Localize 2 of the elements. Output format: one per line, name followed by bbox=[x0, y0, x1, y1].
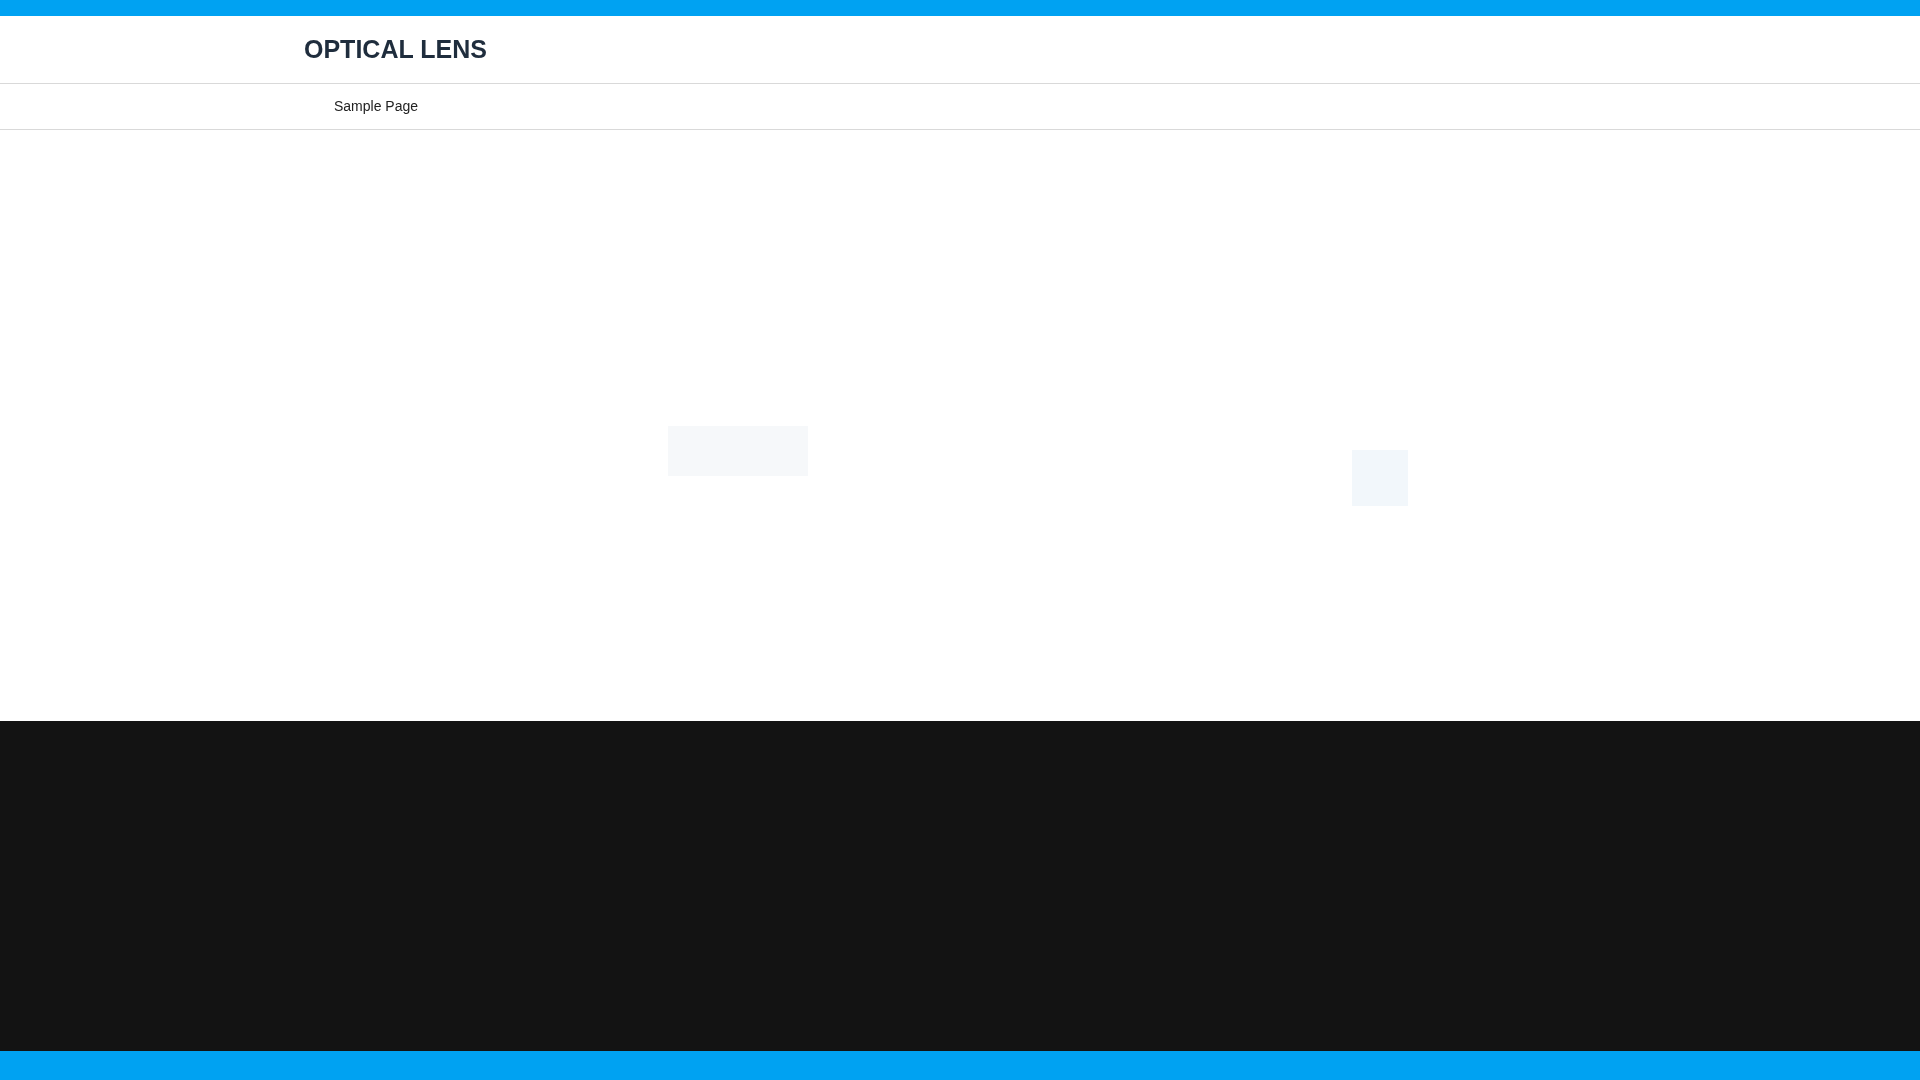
site-title: OPTICAL LENS bbox=[304, 33, 487, 65]
nav-link: Sample Page bbox=[334, 97, 419, 116]
